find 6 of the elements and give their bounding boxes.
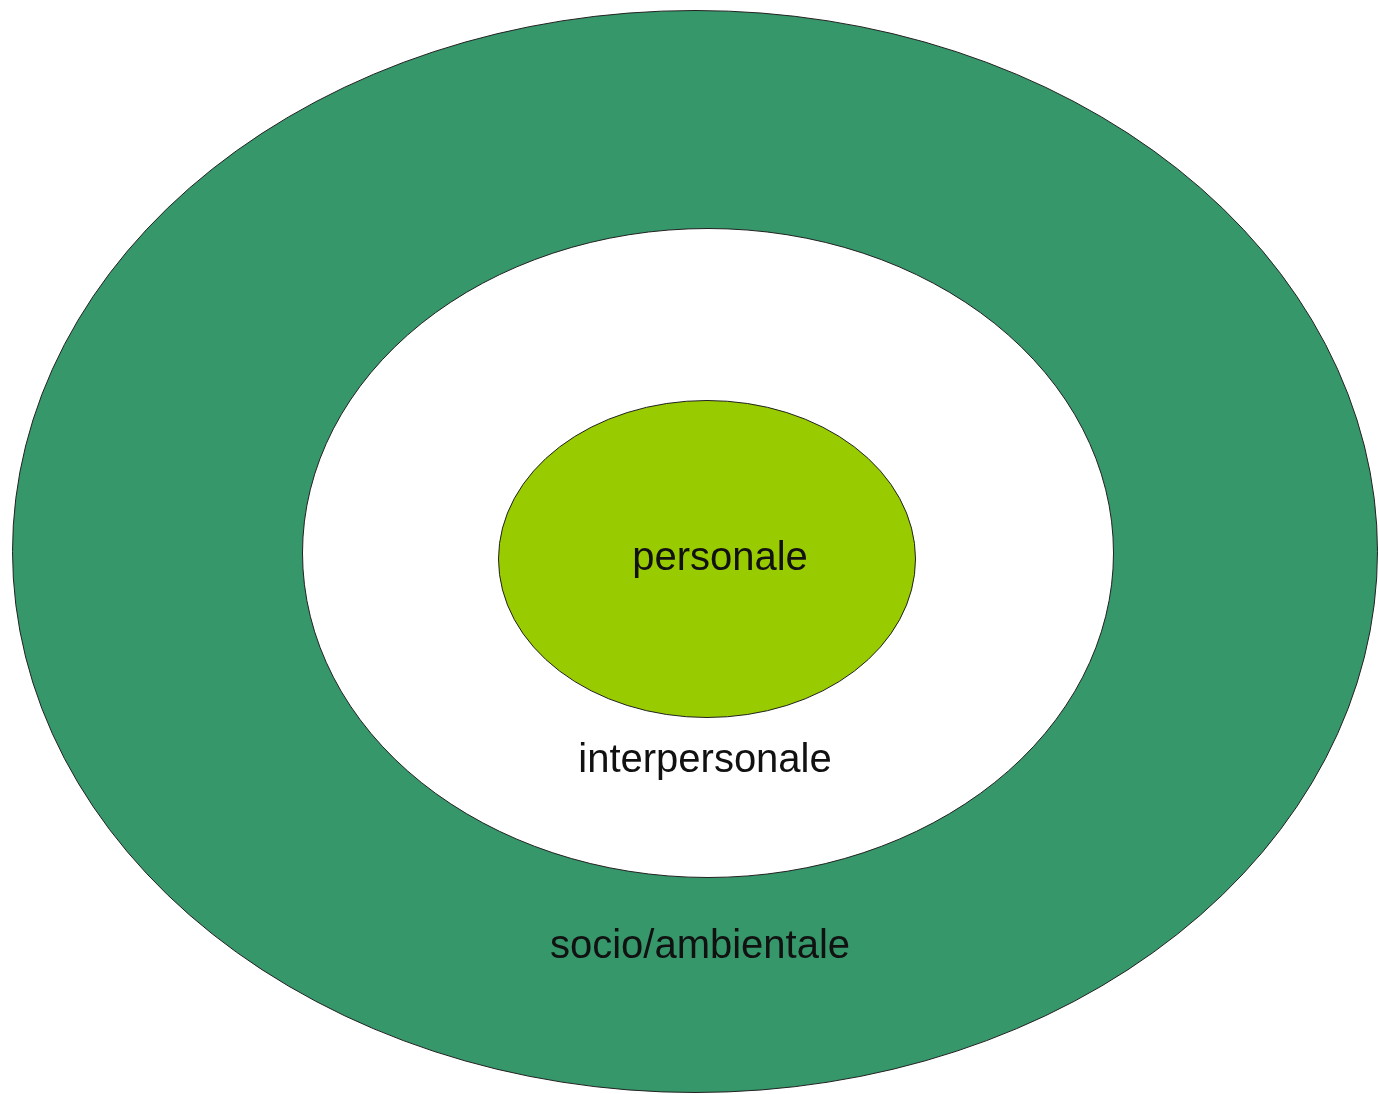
ellipse-region	[498, 400, 916, 718]
region-label: interpersonale	[578, 735, 832, 781]
ellipse-region	[12, 10, 1378, 1093]
region-label: socio/ambientale	[549, 921, 851, 967]
ellipse-region	[302, 228, 1114, 878]
region-label: personale	[632, 533, 808, 579]
